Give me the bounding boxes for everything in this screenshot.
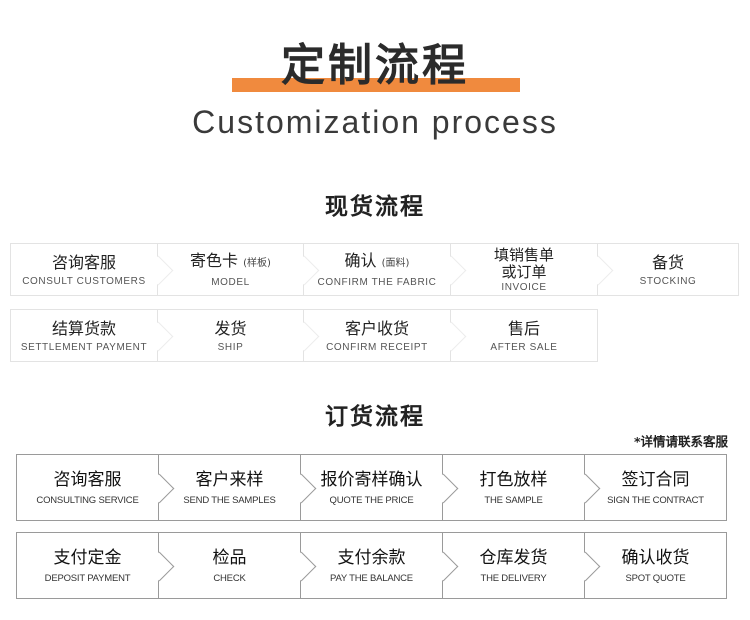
step-en: DEPOSIT PAYMENT [44, 573, 131, 584]
step-cn: 结算货款 [51, 318, 116, 338]
spot-step-invoice: 填销售单 或订单 INVOICE [450, 243, 614, 296]
step-en: CONFIRM THE FABRIC [317, 277, 437, 288]
page-title: 定制流程 [281, 40, 469, 91]
step-cn: 售后 [507, 318, 540, 338]
step-cn-2: 或订单 [501, 262, 547, 281]
spot-row-2: 结算货款 SETTLEMENT PAYMENT 发货 SHIP 客户收货 CON… [10, 309, 598, 362]
step-cn: 确认 [344, 251, 377, 270]
step-en: CONSULTING SERVICE [36, 495, 139, 506]
step-en: SPOT QUOTE [625, 573, 686, 584]
order-step-quote: 报价寄样确认 QUOTE THE PRICE [300, 454, 459, 521]
order-section-title: 订货流程 [325, 404, 425, 430]
step-en: CHECK [213, 573, 246, 584]
step-cn: 报价寄样确认 [320, 470, 423, 490]
order-row-1: 咨询客服 CONSULTING SERVICE 客户来样 SEND THE SA… [16, 454, 727, 521]
step-cn-note: (面料) [381, 258, 410, 269]
step-en: MODEL [211, 277, 250, 288]
spot-step-ship: 发货 SHIP [157, 309, 320, 362]
step-cn: 客户收货 [344, 318, 409, 338]
step-en: SIGN THE CONTRACT [607, 495, 704, 506]
step-cn: 检品 [212, 548, 247, 568]
step-en: INVOICE [501, 281, 547, 293]
order-step-delivery: 仓库发货 THE DELIVERY [442, 532, 601, 599]
page-subtitle: Customization process [192, 104, 558, 140]
step-cn: 支付定金 [53, 548, 122, 568]
step-cn: 填销售单 [493, 245, 554, 264]
step-en: QUOTE THE PRICE [329, 495, 414, 506]
step-cn: 仓库发货 [479, 548, 548, 568]
spot-step-model: 寄色卡 (样板) MODEL [157, 243, 320, 296]
contact-note: *详情请联系客服 [633, 434, 728, 449]
step-en: CONSULT CUSTOMERS [22, 275, 146, 287]
step-en: PAY THE BALANCE [330, 573, 413, 584]
step-cn: 确认收货 [621, 548, 690, 568]
step-en: SHIP [217, 341, 244, 353]
step-cn: 发货 [214, 318, 247, 338]
order-step-receipt: 确认收货 SPOT QUOTE [584, 532, 727, 599]
step-cn: 签订合同 [621, 470, 690, 490]
spot-section-title: 现货流程 [325, 194, 425, 220]
step-cn: 备货 [651, 252, 684, 272]
order-step-deposit: 支付定金 DEPOSIT PAYMENT [16, 532, 175, 599]
step-cn: 客户来样 [195, 470, 264, 490]
order-step-check: 检品 CHECK [158, 532, 317, 599]
step-en: CONFIRM RECEIPT [326, 341, 428, 353]
step-en: SEND THE SAMPLES [183, 495, 276, 506]
spot-step-settlement: 结算货款 SETTLEMENT PAYMENT [10, 309, 174, 362]
spot-step-after-sale: 售后 AFTER SALE [450, 309, 598, 362]
step-cn: 咨询客服 [53, 470, 122, 490]
step-en: SETTLEMENT PAYMENT [20, 341, 148, 353]
spot-step-consult: 咨询客服 CONSULT CUSTOMERS [10, 243, 174, 296]
order-step-samples: 客户来样 SEND THE SAMPLES [158, 454, 317, 521]
step-cn: 打色放样 [479, 470, 548, 490]
spot-step-stocking: 备货 STOCKING [597, 243, 739, 296]
step-en: THE SAMPLE [484, 495, 543, 506]
step-cn: 咨询客服 [51, 252, 116, 272]
spot-step-fabric: 确认 (面料) CONFIRM THE FABRIC [303, 243, 467, 296]
spot-row-1: 咨询客服 CONSULT CUSTOMERS 寄色卡 (样板) MODEL 确认… [10, 243, 739, 296]
spot-step-receipt: 客户收货 CONFIRM RECEIPT [303, 309, 467, 362]
step-en: AFTER SALE [490, 341, 558, 353]
step-en: STOCKING [639, 275, 697, 287]
order-step-contract: 签订合同 SIGN THE CONTRACT [584, 454, 727, 521]
step-cn: 寄色卡 [190, 251, 239, 270]
title-accent-bar [232, 78, 520, 92]
step-cn-note: (样板) [243, 258, 271, 269]
order-row-2: 支付定金 DEPOSIT PAYMENT 检品 CHECK 支付余款 PAY T… [16, 532, 727, 599]
order-step-consult: 咨询客服 CONSULTING SERVICE [16, 454, 175, 521]
step-cn: 支付余款 [337, 548, 406, 568]
order-step-sample: 打色放样 THE SAMPLE [442, 454, 601, 521]
order-step-balance: 支付余款 PAY THE BALANCE [300, 532, 459, 599]
step-en: THE DELIVERY [480, 573, 547, 584]
